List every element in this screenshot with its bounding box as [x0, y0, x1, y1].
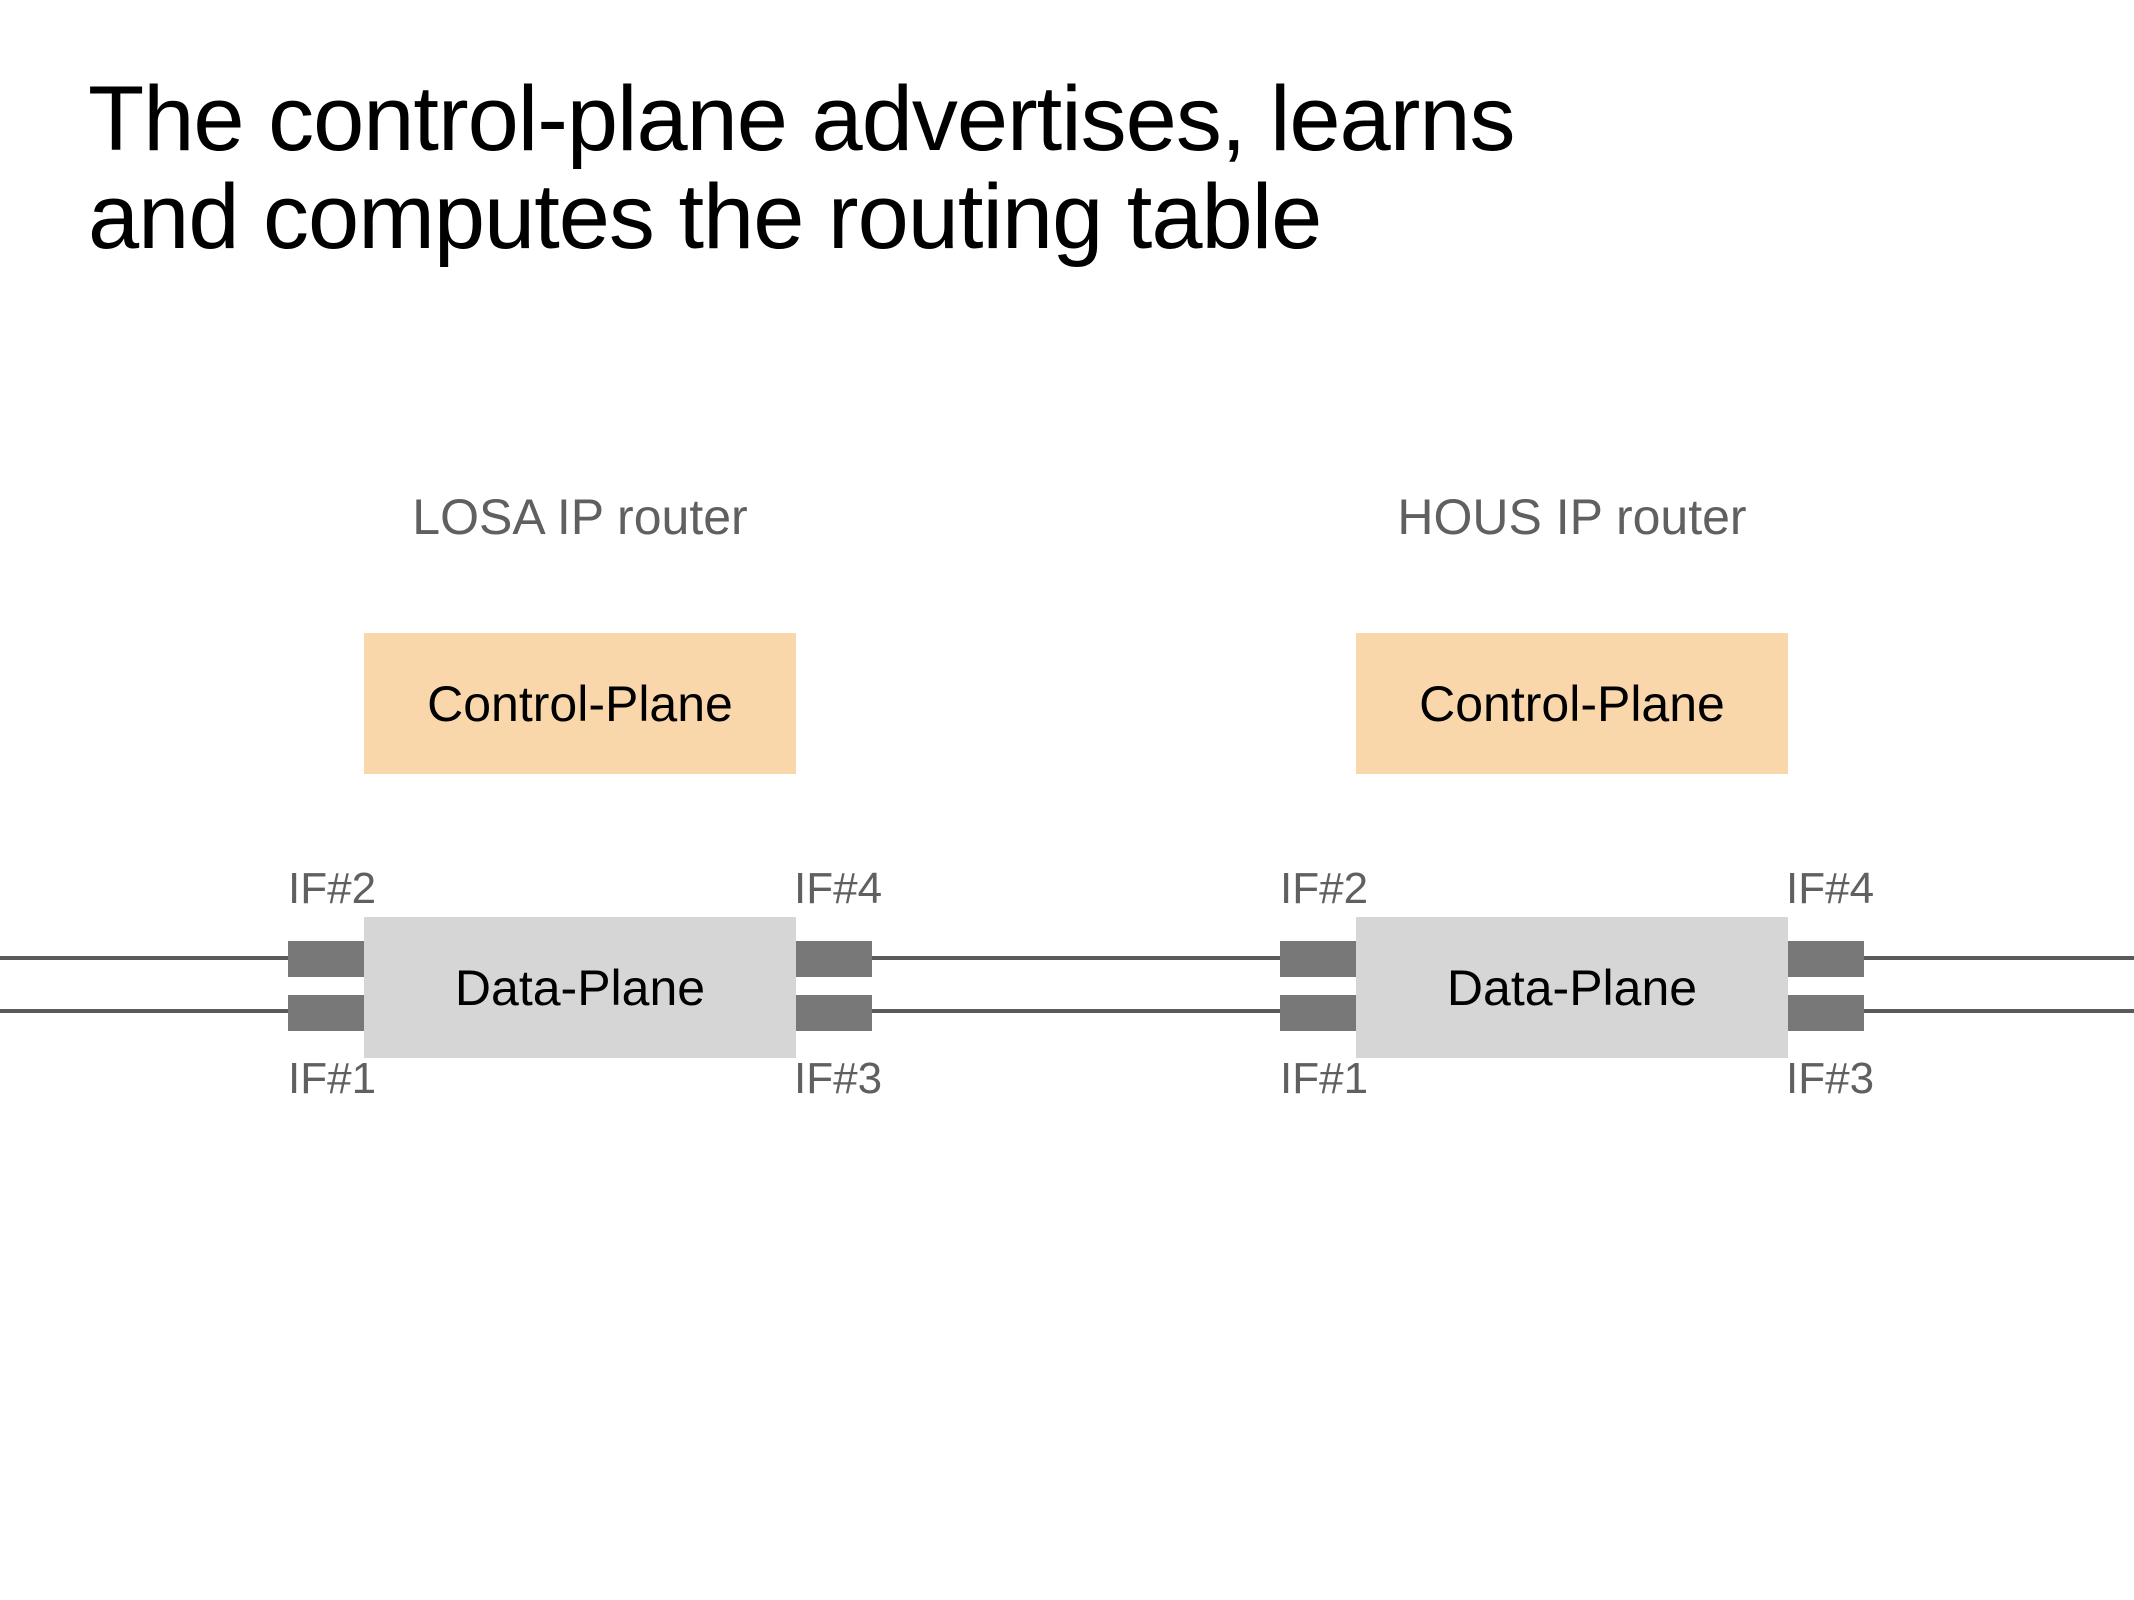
hous-control-plane-label: Control-Plane	[1419, 675, 1725, 732]
losa-port-if1	[288, 995, 364, 1031]
hous-control-plane-box: Control-Plane	[1356, 633, 1788, 774]
router-losa: LOSA IP router Control-Plane Data-Plane …	[288, 0, 882, 1600]
slide-title: The control-plane advertises, learns and…	[88, 70, 1988, 266]
losa-if3-label: IF#3	[794, 1054, 883, 1103]
hous-if2-label: IF#2	[1280, 864, 1369, 913]
losa-control-plane-label: Control-Plane	[427, 675, 733, 732]
losa-data-plane-box: Data-Plane	[364, 917, 796, 1058]
losa-if4-label: IF#4	[794, 864, 883, 913]
hous-port-if2	[1280, 941, 1356, 977]
link-line-upper	[0, 956, 2134, 960]
hous-port-if4	[1788, 941, 1864, 977]
losa-control-plane-box: Control-Plane	[364, 633, 796, 774]
hous-data-plane-label: Data-Plane	[1446, 959, 1698, 1016]
losa-port-if4	[796, 941, 872, 977]
hous-if3-label: IF#3	[1786, 1054, 1875, 1103]
hous-port-if3	[1788, 995, 1864, 1031]
hous-if4-label: IF#4	[1786, 864, 1875, 913]
losa-port-if2	[288, 941, 364, 977]
slide-title-line1: The control-plane advertises, learns	[88, 68, 1516, 170]
hous-port-if1	[1280, 995, 1356, 1031]
losa-if2-label: IF#2	[288, 864, 377, 913]
losa-port-if3	[796, 995, 872, 1031]
link-line-lower	[0, 1009, 2134, 1013]
hous-if1-label: IF#1	[1280, 1054, 1369, 1103]
losa-data-plane-label: Data-Plane	[454, 959, 706, 1016]
router-hous-name: HOUS IP router	[1397, 489, 1747, 545]
router-hous: HOUS IP router Control-Plane Data-Plane …	[1280, 0, 1874, 1600]
losa-if1-label: IF#1	[288, 1054, 377, 1103]
hous-data-plane-box: Data-Plane	[1356, 917, 1788, 1058]
router-losa-name: LOSA IP router	[412, 489, 748, 545]
slide-title-line2: and computes the routing table	[88, 166, 1322, 268]
